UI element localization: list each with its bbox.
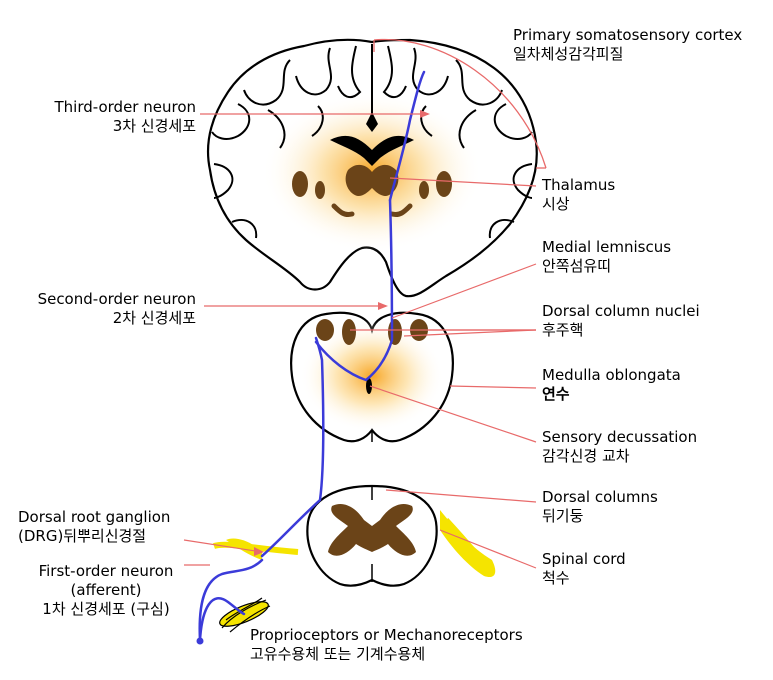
label-ko: 감각신경 교차 bbox=[542, 447, 630, 465]
label-dorsal-root-ganglion: Dorsal root ganglion (DRG)뒤뿌리신경절 bbox=[18, 508, 170, 546]
label-ko: 시상 bbox=[542, 195, 570, 213]
neural-pathway bbox=[198, 70, 426, 642]
spinal-cord-section bbox=[213, 484, 496, 587]
label-sensory-decussation: Sensory decussation 감각신경 교차 bbox=[542, 428, 697, 466]
label-medulla-oblongata: Medulla oblongata 연수 bbox=[542, 366, 681, 404]
label-dorsal-column-nuclei: Dorsal column nuclei 후주핵 bbox=[542, 302, 700, 340]
label-thalamus: Thalamus 시상 bbox=[542, 176, 615, 214]
label-ko: 2차 신경세포 bbox=[112, 309, 196, 327]
label-en: Spinal cord bbox=[542, 550, 626, 568]
label-en: Sensory decussation bbox=[542, 428, 698, 446]
cortex-bracket bbox=[373, 38, 547, 169]
label-ko: 3차 신경세포 bbox=[112, 117, 196, 135]
label-ko: 고유수용체 또는 기계수용체 bbox=[250, 645, 426, 663]
label-ko: 후주핵 bbox=[542, 321, 584, 339]
label-receptors: Proprioceptors or Mechanoreceptors 고유수용체… bbox=[250, 626, 523, 664]
label-ko: 1차 신경세포 (구심) bbox=[42, 600, 170, 618]
label-en-sub: (afferent) bbox=[70, 581, 142, 599]
label-ko: 연수 bbox=[542, 385, 570, 403]
label-ko: 안쪽섬유띠 bbox=[542, 257, 612, 275]
label-dorsal-columns: Dorsal columns 뒤기둥 bbox=[542, 488, 658, 526]
label-second-order-neuron: Second-order neuron 2차 신경세포 bbox=[10, 290, 196, 328]
medulla-cross-section bbox=[290, 311, 454, 443]
label-third-order-neuron: Third-order neuron 3차 신경세포 bbox=[18, 98, 196, 136]
label-en: Proprioceptors or Mechanoreceptors bbox=[250, 626, 523, 644]
label-ko: (DRG)뒤뿌리신경절 bbox=[18, 527, 147, 545]
label-primary-cortex: Primary somatosensory cortex 일차체성감각피질 bbox=[513, 26, 742, 64]
label-en: Dorsal root ganglion bbox=[18, 508, 171, 526]
label-first-order-neuron: First-order neuron (afferent) 1차 신경세포 (구… bbox=[20, 562, 192, 619]
label-ko: 일차체성감각피질 bbox=[513, 45, 624, 63]
label-ko: 척수 bbox=[542, 569, 570, 587]
label-en: First-order neuron bbox=[38, 562, 174, 580]
thalamus-nuclei bbox=[292, 164, 452, 217]
label-en: Second-order neuron bbox=[37, 290, 196, 308]
label-en: Third-order neuron bbox=[54, 98, 196, 116]
label-en: Medial lemniscus bbox=[542, 238, 672, 256]
label-spinal-cord: Spinal cord 척수 bbox=[542, 550, 626, 588]
label-en: Thalamus bbox=[542, 176, 616, 194]
label-en: Medulla oblongata bbox=[542, 366, 681, 384]
brain-cross-section bbox=[206, 38, 538, 298]
label-en: Dorsal columns bbox=[542, 488, 658, 506]
label-medial-lemniscus: Medial lemniscus 안쪽섬유띠 bbox=[542, 238, 671, 276]
label-en: Dorsal column nuclei bbox=[542, 302, 700, 320]
label-en: Primary somatosensory cortex bbox=[513, 26, 743, 44]
leader-lines bbox=[183, 113, 537, 569]
label-ko: 뒤기둥 bbox=[542, 507, 584, 525]
